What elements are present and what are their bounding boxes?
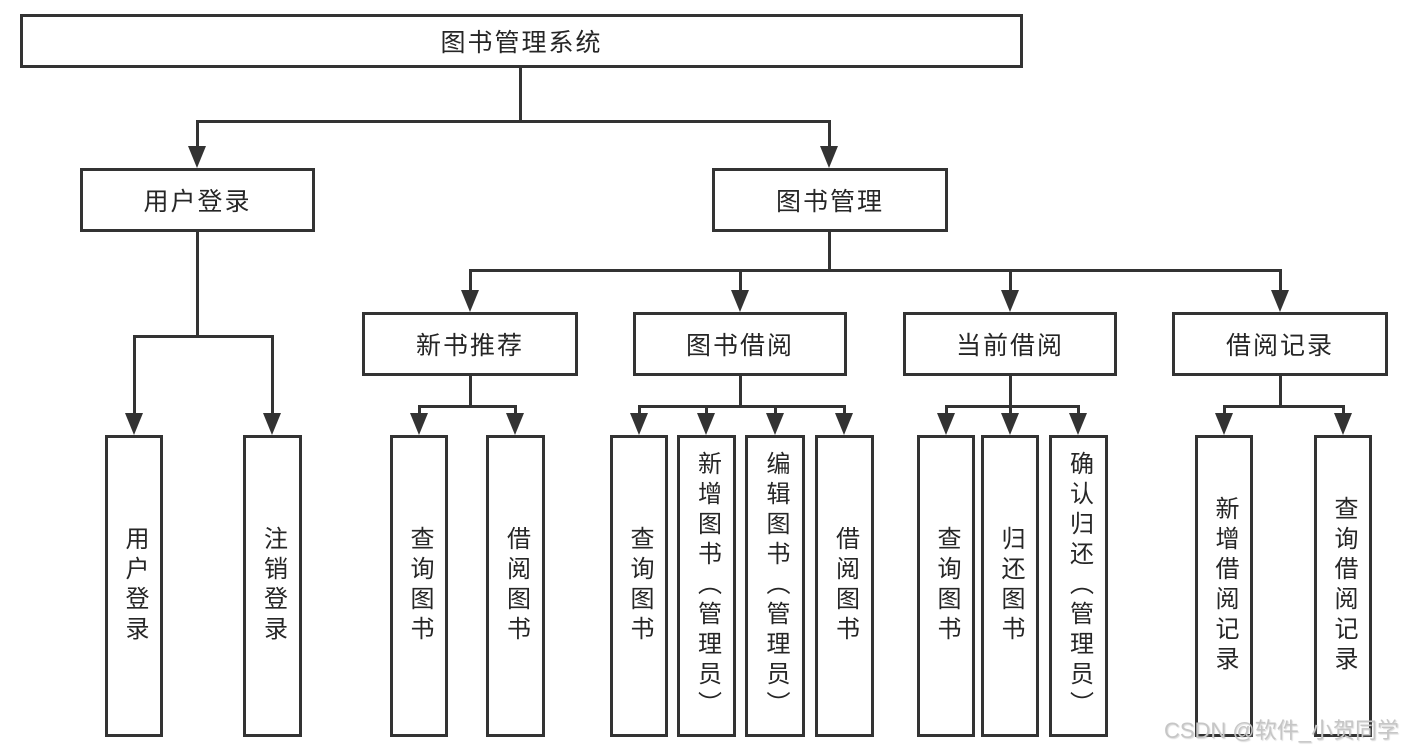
- node-library-management-system: 图书管理系统: [20, 14, 1023, 68]
- node-new-book-recommendation: 新书推荐: [362, 312, 578, 376]
- edge-book-management-stem-line: [828, 120, 831, 150]
- leaf-edit-books-admin: 编辑图书（管理员）: [745, 435, 805, 737]
- edge-leaf-arrow: [766, 413, 784, 435]
- edge-leaf-stem: [1223, 405, 1226, 417]
- node-borrowing-records: 借阅记录: [1172, 312, 1388, 376]
- edge-leaf-stem: [705, 405, 708, 417]
- edge-user-login-down-line: [196, 232, 199, 337]
- edge-leaf-logout-arrow: [263, 413, 281, 435]
- edge-book-management-arrow: [820, 146, 838, 168]
- edge-borrowing-records-split-bar: [1223, 405, 1344, 408]
- edge-leaf-user-login-arrow: [125, 413, 143, 435]
- edge-leaf-arrow: [1215, 413, 1233, 435]
- edge-user-login-split-bar: [133, 335, 274, 338]
- leaf-return-books: 归还图书: [981, 435, 1039, 737]
- edge-new-book-arrow: [461, 290, 479, 312]
- leaf-user-login: 用户登录: [105, 435, 163, 737]
- edge-leaf-arrow: [410, 413, 428, 435]
- edge-leaf-stem: [774, 405, 777, 417]
- edge-current-borrowing-arrow: [1001, 290, 1019, 312]
- node-book-borrowing: 图书借阅: [633, 312, 847, 376]
- edge-book-borrowing-arrow: [731, 290, 749, 312]
- edge-book-borrowing-split-bar: [638, 405, 846, 408]
- leaf-query-books-borrowing: 查询图书: [610, 435, 668, 737]
- edge-leaf-stem: [945, 405, 948, 417]
- watermark: CSDN @软件_小贺同学: [1163, 718, 1399, 743]
- edge-root-stem-line: [519, 68, 522, 121]
- edge-leaf-user-login-stem: [133, 335, 136, 415]
- edge-leaf-arrow: [835, 413, 853, 435]
- leaf-borrow-books-recommend: 借阅图书: [486, 435, 545, 737]
- edge-current-borrowing-stem-line: [1009, 269, 1012, 293]
- edge-borrowing-records-stem-line: [1279, 269, 1282, 293]
- leaf-add-books-admin: 新增图书（管理员）: [677, 435, 736, 737]
- leaf-confirm-return-admin: 确认归还（管理员）: [1049, 435, 1108, 737]
- edge-leaf-arrow: [937, 413, 955, 435]
- edge-level2-bar-line: [196, 120, 831, 123]
- edge-leaf-arrow: [1069, 413, 1087, 435]
- edge-level3-bar-line: [469, 269, 1282, 272]
- edge-user-login-stem-line: [196, 120, 199, 150]
- edge-leaf-stem: [418, 405, 421, 417]
- edge-book-management-down-line: [828, 232, 831, 271]
- edge-new-book-down-line: [469, 376, 472, 407]
- edge-book-borrowing-stem-line: [739, 269, 742, 293]
- leaf-query-borrow-record: 查询借阅记录: [1314, 435, 1372, 737]
- edge-new-book-split-bar: [418, 405, 517, 408]
- edge-current-borrowing-split-bar: [945, 405, 1080, 408]
- edge-new-book-stem-line: [469, 269, 472, 293]
- edge-leaf-stem: [1077, 405, 1080, 417]
- edge-book-borrowing-down-line: [739, 376, 742, 407]
- node-book-management: 图书管理: [712, 168, 948, 232]
- edge-borrowing-records-arrow: [1271, 290, 1289, 312]
- edge-leaf-stem: [1342, 405, 1345, 417]
- leaf-query-books-recommend: 查询图书: [390, 435, 448, 737]
- edge-user-login-arrow: [188, 146, 206, 168]
- leaf-borrow-books-borrowing: 借阅图书: [815, 435, 874, 737]
- edge-leaf-arrow: [630, 413, 648, 435]
- edge-leaf-stem: [514, 405, 517, 417]
- edge-current-borrowing-down-line: [1009, 376, 1012, 407]
- edge-leaf-stem: [1009, 405, 1012, 417]
- leaf-logout: 注销登录: [243, 435, 302, 737]
- edge-leaf-stem: [638, 405, 641, 417]
- edge-borrowing-records-down-line: [1279, 376, 1282, 407]
- edge-leaf-stem: [843, 405, 846, 417]
- edge-leaf-arrow: [697, 413, 715, 435]
- node-user-login: 用户登录: [80, 168, 315, 232]
- edge-leaf-logout-stem: [271, 335, 274, 415]
- leaf-add-borrow-record: 新增借阅记录: [1195, 435, 1253, 737]
- edge-leaf-arrow: [506, 413, 524, 435]
- edge-leaf-arrow: [1334, 413, 1352, 435]
- node-current-borrowing: 当前借阅: [903, 312, 1117, 376]
- edge-leaf-arrow: [1001, 413, 1019, 435]
- leaf-query-books-current: 查询图书: [917, 435, 975, 737]
